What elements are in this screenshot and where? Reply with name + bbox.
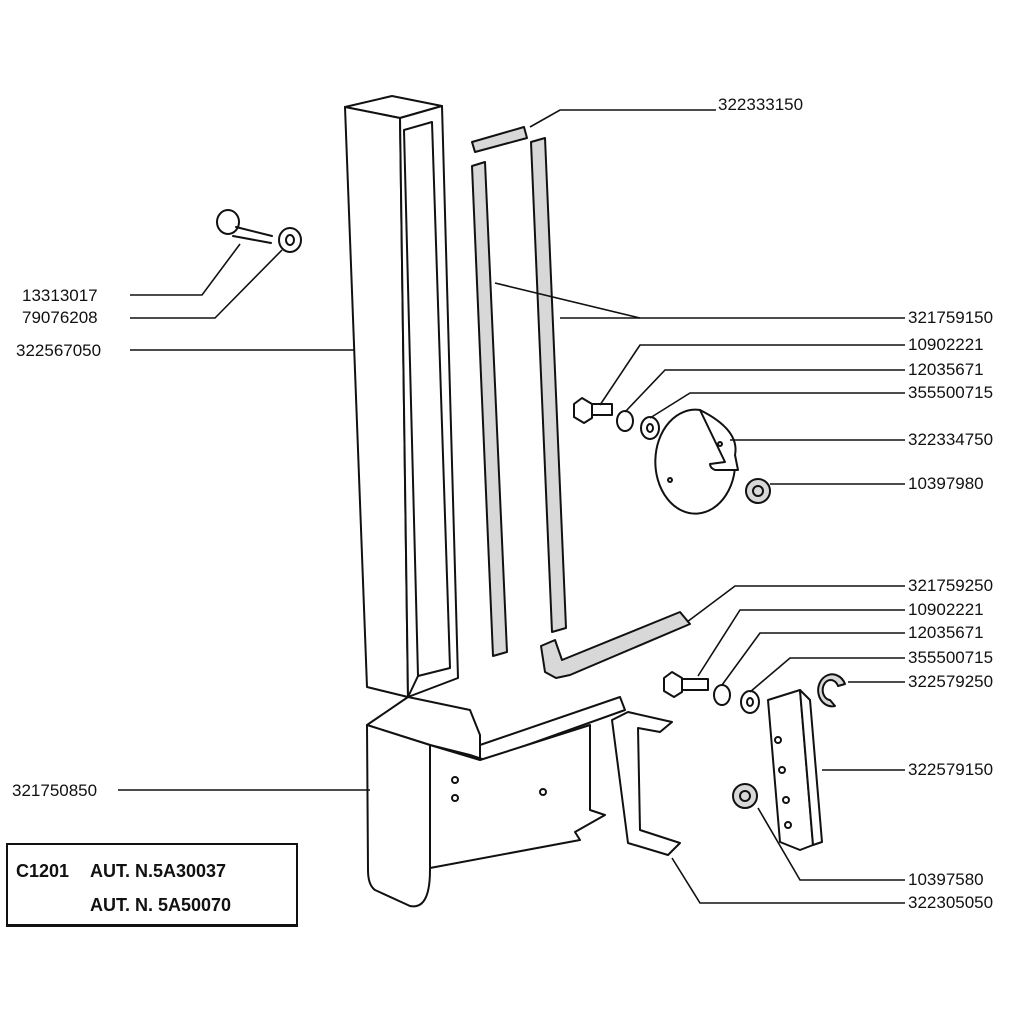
label-322305050: 322305050	[908, 893, 993, 912]
l-seal-drawing	[540, 611, 691, 679]
label-10902221-lower: 10902221	[908, 600, 984, 619]
label-322579150: 322579150	[908, 760, 993, 779]
upright-channel-drawing	[344, 95, 459, 698]
seal-strip-drawings	[471, 137, 567, 657]
bolt-and-washer-drawing	[216, 209, 302, 253]
label-12035671-lower: 12035671	[908, 623, 984, 642]
lower-fastener-drawings	[663, 671, 846, 851]
label-10397980: 10397980	[908, 474, 984, 493]
label-322567050: 322567050	[16, 341, 101, 360]
part-labels: 322333150 13313017 79076208 322567050 32…	[12, 95, 993, 912]
label-321759150: 321759150	[908, 308, 993, 327]
label-10902221-upper: 10902221	[908, 335, 984, 354]
label-13313017: 13313017	[22, 286, 98, 305]
authorization-caption: C1201 AUT. N.5A30037 AUT. N. 5A50070	[6, 843, 298, 927]
leader-lines	[118, 109, 905, 904]
label-321750850: 321750850	[12, 781, 97, 800]
caption-code: C1201	[16, 861, 70, 881]
base-tray-drawing	[366, 696, 626, 908]
label-355500715-upper: 355500715	[908, 383, 993, 402]
upper-fastener-drawings	[573, 397, 771, 515]
label-322579250: 322579250	[908, 672, 993, 691]
label-79076208: 79076208	[22, 308, 98, 327]
label-321759250: 321759250	[908, 576, 993, 595]
caption-line-1: AUT. N.5A30037	[90, 861, 227, 881]
label-355500715-lower: 355500715	[908, 648, 993, 667]
label-10397580: 10397580	[908, 870, 984, 889]
label-322333150: 322333150	[718, 95, 803, 114]
top-strip-drawing	[471, 126, 528, 153]
label-322334750: 322334750	[908, 430, 993, 449]
label-12035671-upper: 12035671	[908, 360, 984, 379]
caption-line-2: AUT. N. 5A50070	[90, 895, 232, 915]
bracket-drawing	[611, 711, 681, 856]
